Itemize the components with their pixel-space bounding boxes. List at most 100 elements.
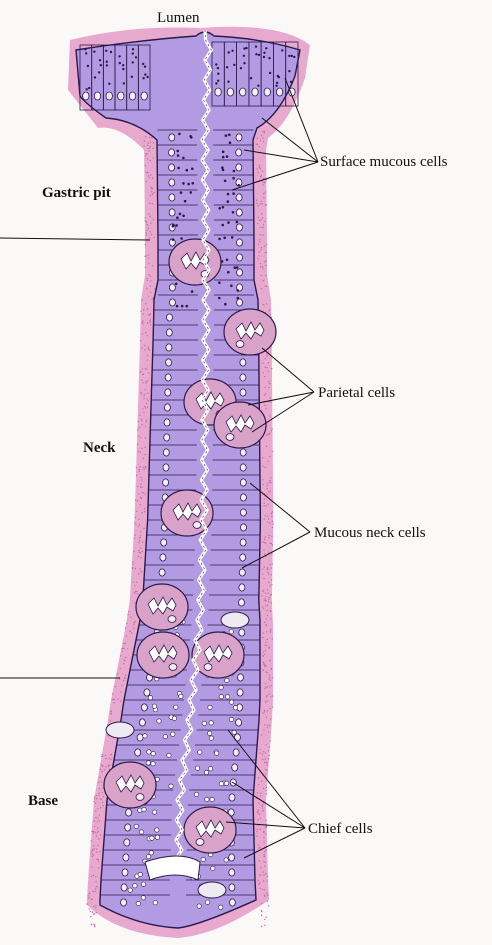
lamina-stipple-dot: [146, 335, 148, 337]
cell-nucleus: [125, 808, 133, 817]
lamina-stipple-dot: [125, 635, 128, 637]
label-neck: Neck: [83, 440, 116, 456]
lamina-stipple-dot: [141, 424, 143, 426]
cell-nucleus: [140, 91, 148, 101]
mucous-granule: [227, 270, 230, 274]
lamina-stipple-dot: [270, 628, 272, 631]
mucous-granule: [289, 80, 293, 84]
lamina-stipple-dot: [266, 614, 269, 617]
lamina-stipple-dot: [139, 340, 142, 342]
lamina-stipple-dot: [147, 295, 150, 297]
lamina-stipple-dot: [110, 758, 112, 760]
lamina-stipple-dot: [146, 158, 149, 160]
cell-nucleus: [214, 87, 222, 97]
lamina-stipple-dot: [90, 915, 92, 918]
lamina-stipple-dot: [260, 874, 262, 876]
lamina-stipple-dot: [266, 589, 269, 591]
cell-nucleus: [195, 838, 205, 846]
lamina-stipple-dot: [266, 700, 268, 702]
lamina-stipple-dot: [266, 638, 268, 641]
lamina-stipple-dot: [148, 237, 150, 239]
mucous-granule: [268, 56, 271, 60]
lamina-stipple-dot: [264, 204, 267, 207]
mucous-granule: [257, 84, 260, 87]
lamina-stipple-dot: [146, 279, 149, 282]
lamina-stipple-dot: [262, 590, 264, 592]
lamina-stipple-dot: [270, 401, 272, 403]
mucous-granule: [182, 182, 185, 185]
lamina-stipple-dot: [143, 145, 145, 147]
lamina-stipple-dot: [149, 275, 152, 278]
lamina-stipple-dot: [144, 446, 146, 448]
mucous-granule: [290, 54, 293, 58]
chief-granule: [156, 718, 162, 724]
chief-granule: [146, 853, 152, 859]
lamina-stipple-dot: [98, 792, 100, 794]
lamina-stipple-dot: [145, 234, 147, 236]
lamina-stipple-dot: [141, 447, 143, 449]
lamina-stipple-dot: [144, 217, 146, 219]
lamina-stipple-dot: [268, 401, 270, 403]
lamina-stipple-dot: [147, 227, 150, 229]
lamina-stipple-dot: [267, 551, 270, 553]
chief-granule: [228, 716, 234, 722]
lamina-stipple-dot: [109, 764, 111, 766]
lamina-stipple-dot: [129, 630, 131, 632]
cell-nucleus: [239, 388, 247, 397]
lamina-stipple-dot: [141, 420, 143, 422]
mucous-granule: [180, 304, 184, 308]
chief-granule: [204, 769, 210, 775]
lamina-stipple-dot: [88, 897, 90, 899]
lamina-stipple-dot: [262, 130, 264, 133]
lamina-stipple-dot: [151, 137, 153, 139]
lamina-stipple-dot: [269, 564, 271, 566]
mucous-granule: [105, 64, 109, 67]
lamina-stipple-dot: [265, 623, 267, 626]
lamina-stipple-dot: [145, 303, 147, 305]
lamina-stipple-dot: [139, 531, 142, 533]
lamina-stipple-dot: [261, 734, 263, 736]
leader-line: [261, 347, 315, 393]
lamina-stipple-dot: [135, 524, 137, 526]
lamina-stipple-dot: [259, 266, 262, 268]
lamina-stipple-dot: [152, 219, 154, 221]
lamina-stipple-dot: [270, 618, 272, 620]
lamina-stipple-dot: [142, 320, 144, 322]
lamina-stipple-dot: [264, 366, 266, 368]
lamina-stipple-dot: [271, 367, 273, 370]
lamina-stipple-dot: [124, 677, 126, 679]
mucous-granule: [118, 55, 121, 58]
lamina-stipple-dot: [140, 310, 142, 312]
cell-nucleus: [135, 793, 145, 801]
cell-nucleus: [168, 208, 176, 217]
cell-nucleus: [236, 298, 244, 307]
lamina-stipple-dot: [150, 291, 152, 294]
mucous-granule: [218, 281, 221, 285]
lamina-stipple-dot: [266, 568, 269, 570]
lamina-stipple-dot: [152, 157, 154, 159]
lamina-stipple-dot: [139, 371, 142, 373]
lamina-stipple-dot: [147, 224, 149, 226]
lamina-stipple-dot: [133, 624, 135, 626]
lamina-stipple-dot: [97, 827, 99, 829]
lamina-stipple-dot: [94, 802, 97, 804]
lamina-stipple-dot: [146, 368, 148, 370]
cell-nucleus: [238, 583, 246, 592]
lamina-stipple-dot: [138, 524, 141, 526]
gland-lumen: [144, 29, 213, 881]
cell-nucleus: [228, 853, 236, 862]
mucous-granule: [236, 289, 240, 292]
lamina-stipple-dot: [263, 599, 265, 601]
lamina-stipple-dot: [255, 143, 257, 145]
lamina-stipple-dot: [103, 769, 106, 771]
lamina-stipple-dot: [262, 787, 265, 790]
mucous-granule: [141, 62, 145, 66]
lamina-stipple-dot: [264, 724, 266, 726]
parietal-canaliculus: [147, 596, 177, 615]
chief-granule: [233, 705, 239, 711]
leader-line: [261, 117, 319, 163]
lamina-stipple-dot: [149, 195, 152, 197]
lamina-stipple-dot: [262, 810, 264, 812]
chief-granule: [218, 694, 224, 700]
mucous-granule: [232, 192, 235, 195]
